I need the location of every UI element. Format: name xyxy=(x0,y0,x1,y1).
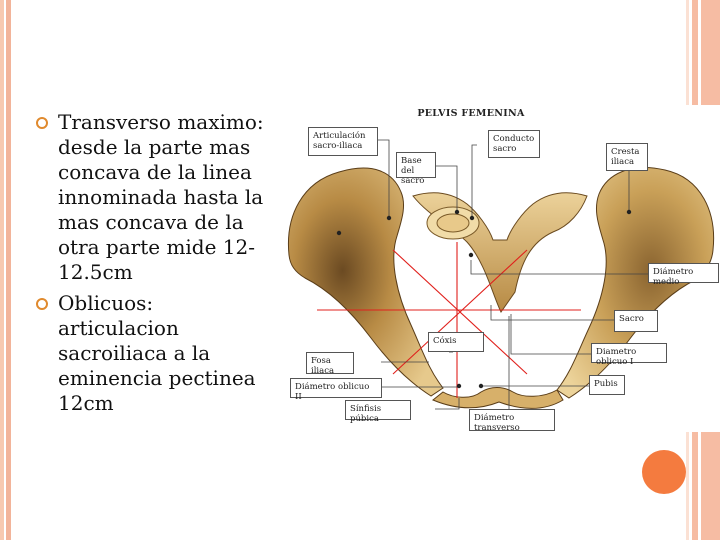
bullet-text: Oblicuos: articulacion sacroiliaca a la … xyxy=(58,291,256,415)
label-diametro-transverso: Diámetro transverso xyxy=(469,409,555,433)
right-ilium-shape xyxy=(556,167,715,399)
pubic-arch-shape xyxy=(432,387,564,409)
marker-dots xyxy=(336,209,632,389)
pelvis-illustration xyxy=(287,139,715,417)
label-fosa-iliaca: Fosa iliaca xyxy=(306,352,354,376)
bullet-marker-icon xyxy=(36,117,48,129)
bullet-marker-icon xyxy=(36,298,48,310)
bottom-right-stripes xyxy=(686,432,720,540)
label-sacro: Sacro xyxy=(614,310,658,332)
label-articulacion-sacroiliaca: Articulación sacro-iliaca xyxy=(308,127,378,156)
figure-title: PELVIS FEMENINA xyxy=(417,108,525,119)
orange-accent-dot xyxy=(642,450,686,494)
top-right-stripes xyxy=(686,0,720,105)
sacral-canal-shape xyxy=(436,213,470,233)
label-cresta-iliaca: Cresta iliaca xyxy=(606,143,648,171)
left-decorative-border xyxy=(0,0,11,540)
label-base-sacro: Base del sacro xyxy=(396,152,436,186)
label-pubis: Pubis xyxy=(589,375,625,395)
label-diametro-medio: Diámetro medio xyxy=(648,263,719,287)
pelvis-figure: PELVIS FEMENINA Articulación sacro-iliac… xyxy=(281,100,720,440)
label-diametro-oblicuo-2: Diámetro oblicuo II xyxy=(290,378,382,402)
label-conducto-sacro: Conducto sacro xyxy=(488,130,540,158)
bullet-list: Transverso maximo: desde la parte mas co… xyxy=(34,110,266,422)
left-ilium-shape xyxy=(287,167,444,397)
label-diametro-oblicuo-1: Diametro oblicuo I xyxy=(591,343,667,367)
bullet-transverso: Transverso maximo: desde la parte mas co… xyxy=(34,110,266,285)
diameter-lines xyxy=(317,242,581,398)
label-coxis: Cóxis xyxy=(428,332,484,352)
bullet-text: Transverso maximo: desde la parte mas co… xyxy=(58,110,264,284)
bullet-oblicuos: Oblicuos: articulacion sacroiliaca a la … xyxy=(34,291,266,416)
label-sinfisis-pubica: Sínfisis púbica xyxy=(345,400,411,424)
